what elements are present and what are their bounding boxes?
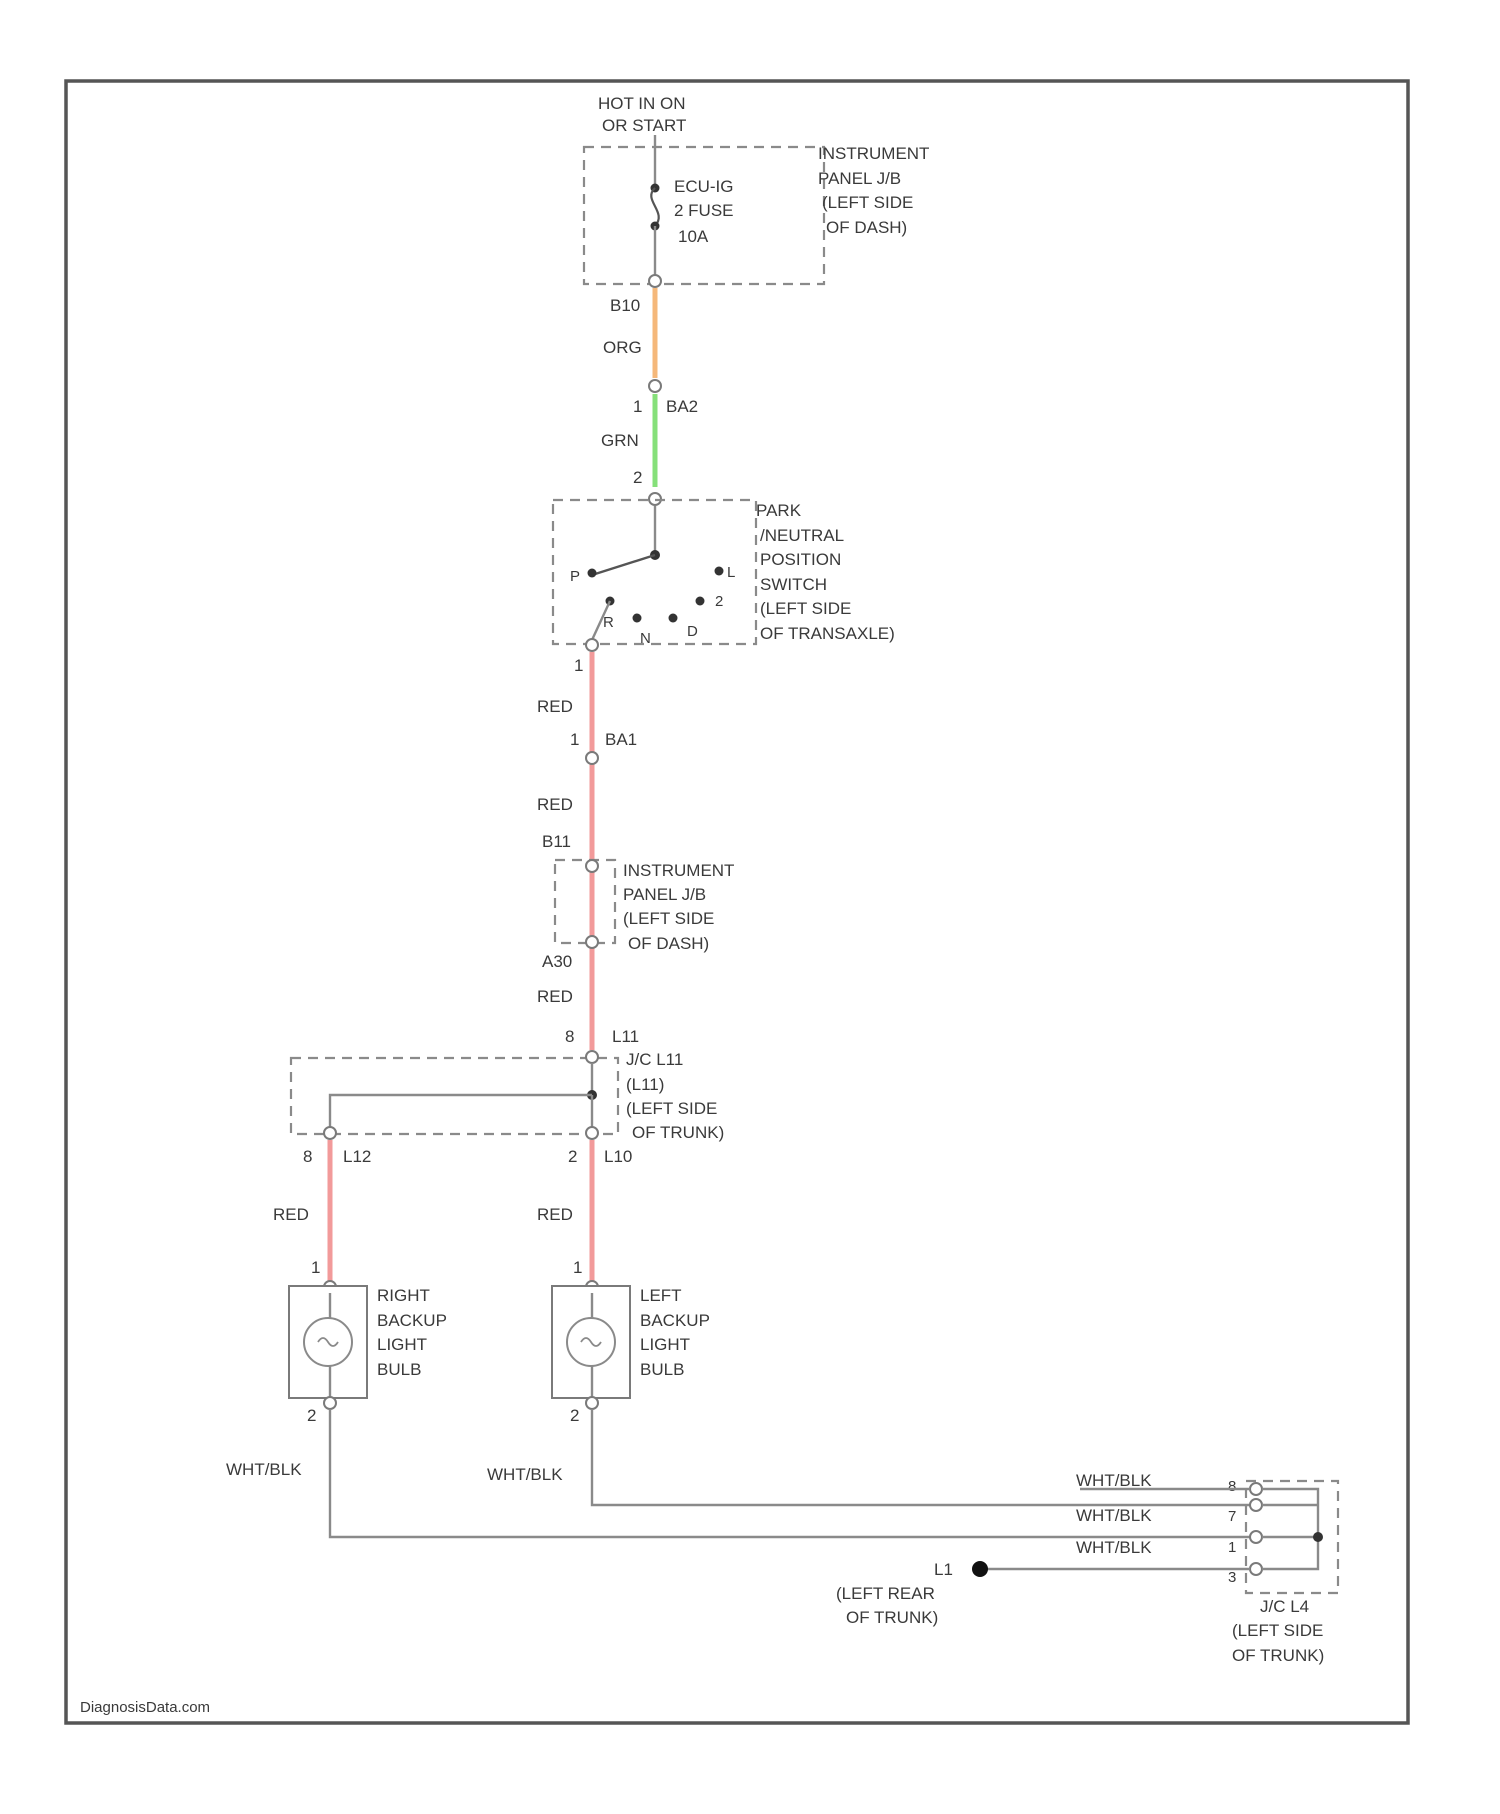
wire-color-wht-right: WHT/BLK [226,1460,302,1479]
ip-jb-mid-terminal-in [586,860,598,872]
pn-pos-p: P [570,568,580,585]
pn-contact-n [633,614,642,623]
ba2-pin-2: 2 [633,468,642,487]
wire-wht-left [592,1409,1250,1505]
watermark: DiagnosisData.com [80,1699,210,1716]
pn-contact-p [588,569,597,578]
l10-connector-label: L10 [604,1147,632,1166]
ip-jb-mid-box [555,860,615,943]
pn-pos-l: L [727,564,735,581]
jc-l11-label: J/C L11 (L11) (LEFT SIDE OF TRUNK) [626,1050,724,1142]
ip-jb-top-label: INSTRUMENT PANEL J/B (LEFT SIDE OF DASH) [818,144,934,237]
pn-pos-r: R [603,614,614,631]
lb-pin-1: 1 [573,1258,582,1277]
jc-l11-terminal-in [586,1051,598,1063]
ba2-terminal-1 [649,380,661,392]
pn-out-pin: 1 [574,656,583,675]
lb-pin-2: 2 [570,1406,579,1425]
b10-terminal [649,275,661,287]
jc-l4-bus [1262,1489,1318,1569]
pn-switch-label: PARK /NEUTRAL POSITION SWITCH (LEFT SIDE… [756,501,895,643]
ba1-pin-1: 1 [570,730,579,749]
l12-connector-label: L12 [343,1147,371,1166]
wire-color-wht-j1: WHT/BLK [1076,1471,1152,1490]
pn-pos-2: 2 [715,593,723,610]
jc-l4-terminal-3 [1250,1563,1262,1575]
wire-color-red-right: RED [273,1205,309,1224]
ba1-connector-label: BA1 [605,730,637,749]
ba1-terminal [586,752,598,764]
pn-switch-out-terminal [586,639,598,651]
l11-pin: 8 [565,1027,574,1046]
jc-l4-pin-1: 1 [1228,1539,1236,1556]
ba2-connector-label: BA2 [666,397,698,416]
fuse-element [651,188,659,226]
jc-l4-pin-7: 7 [1228,1508,1236,1525]
rb-terminal-2 [324,1397,336,1409]
right-bulb-label: RIGHT BACKUP LIGHT BULB [377,1286,451,1379]
jc-l4-pin-8: 8 [1228,1478,1236,1495]
jc-l4-pin-3: 3 [1228,1569,1236,1586]
a30-connector-label: A30 [542,952,572,971]
jc-l4-terminal-1 [1250,1531,1262,1543]
b10-connector-label: B10 [610,296,640,315]
jc-l4-terminal-7 [1250,1499,1262,1511]
wire-color-grn: GRN [601,431,639,450]
pn-pos-n: N [640,630,651,647]
jc-l4-label: J/C L4 (LEFT SIDE OF TRUNK) [1232,1597,1328,1665]
wire-color-red-3: RED [537,987,573,1006]
ip-jb-mid-label: INSTRUMENT PANEL J/B (LEFT SIDE OF DASH) [623,861,739,953]
rb-pin-1: 1 [311,1258,320,1277]
l12-pin: 8 [303,1147,312,1166]
wire-color-org: ORG [603,338,642,357]
jc-l11-bus [330,1095,592,1128]
wire-color-wht-left: WHT/BLK [487,1465,563,1484]
rb-pin-2: 2 [307,1406,316,1425]
left-bulb-label: LEFT BACKUP LIGHT BULB [640,1286,714,1379]
wire-color-wht-j3: WHT/BLK [1076,1538,1152,1557]
fuse-label: ECU-IG 2 FUSE 10A [674,177,738,246]
pn-contact-d [669,614,678,623]
ground-l1-location: (LEFT REAR OF TRUNK) [836,1584,940,1627]
l10-pin: 2 [568,1147,577,1166]
ground-l1-label: L1 [934,1560,953,1579]
jc-l4-splice [1313,1532,1323,1542]
ground-l1-point [972,1561,988,1577]
ip-jb-mid-terminal-out [586,936,598,948]
jc-l11-terminal-left [586,1127,598,1139]
pn-contact-l [715,567,724,576]
wire-color-red-2: RED [537,795,573,814]
l11-connector-label: L11 [612,1027,639,1046]
jc-l4-terminal-8 [1250,1483,1262,1495]
pn-contact-2 [696,597,705,606]
b11-connector-label: B11 [542,832,571,851]
pn-pos-d: D [687,623,698,640]
wire-color-red-left: RED [537,1205,573,1224]
jc-l11-terminal-right [324,1127,336,1139]
wire-color-wht-j2: WHT/BLK [1076,1506,1152,1525]
wire-color-red-1: RED [537,697,573,716]
pn-switch-arm [592,555,655,575]
power-source-label: HOT IN ON OR START [598,94,690,135]
lb-terminal-2 [586,1397,598,1409]
ba2-pin-1: 1 [633,397,642,416]
